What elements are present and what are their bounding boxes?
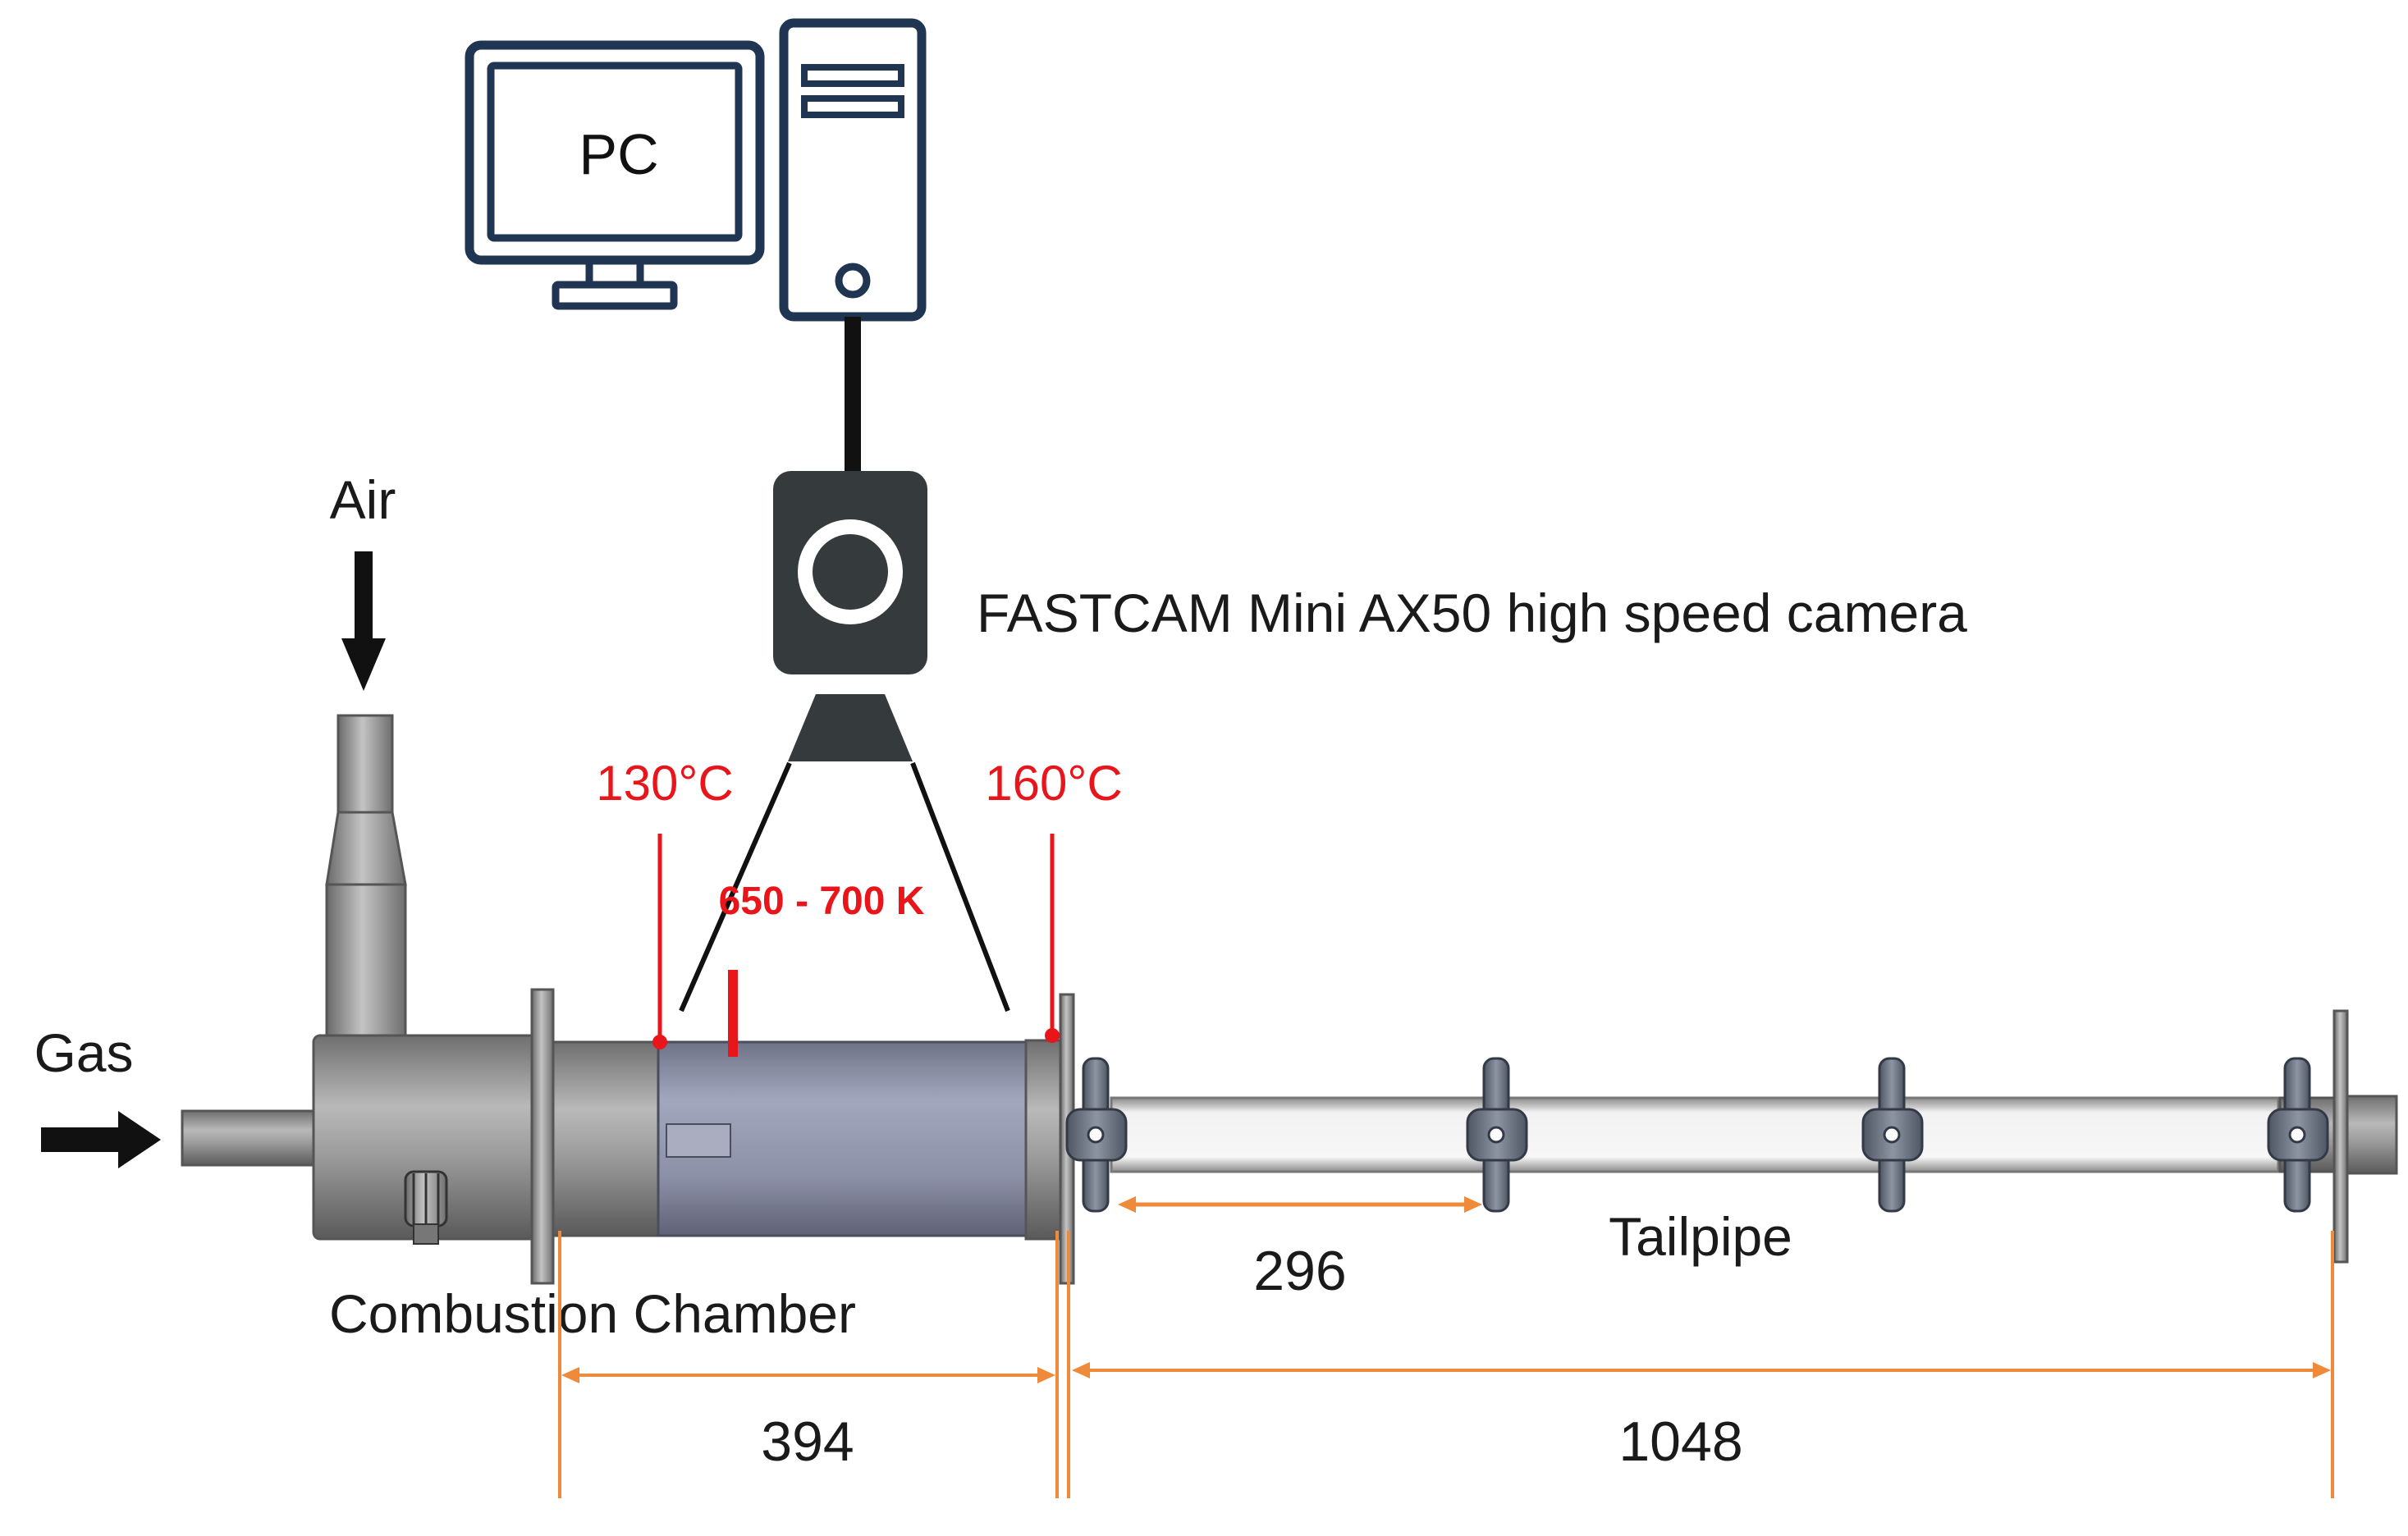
camera-icon [773,471,927,761]
gas-label: Gas [34,1022,133,1083]
camera-cable [845,317,861,473]
pc-monitor-icon [465,40,765,310]
dimension-296-label: 296 [1253,1240,1346,1302]
thermocouple-right [1045,834,1060,1043]
dimension-1048 [1067,1231,2334,1498]
dimension-394 [558,1231,1059,1498]
camera-view-line-right [910,761,1010,1013]
tailpipe-clamp-4 [2267,1057,2329,1213]
thermocouple-left [652,834,667,1049]
air-inlet-pipe [325,714,407,1040]
dimension-394-label: 394 [761,1410,854,1473]
air-arrow-icon [341,551,386,691]
pc-tower-icon [779,18,927,322]
temperature-left-label: 130°C [596,756,733,811]
camera-view-line-left [679,761,792,1013]
tailpipe-clamp-3 [1861,1057,1924,1213]
pc-label: PC [579,122,658,186]
dimension-296 [1118,1196,1482,1213]
air-label: Air [330,469,396,530]
tailpipe-clamp-1 [1065,1057,1128,1213]
chamber-temperature-probe [728,970,738,1057]
gas-arrow-icon [41,1111,161,1168]
camera-label: FASTCAM Mini AX50 high speed camera [977,583,1967,643]
tailpipe-label: Tailpipe [1609,1206,1792,1267]
dimension-1048-label: 1048 [1618,1410,1742,1473]
combustion-chamber [312,988,1075,1285]
tailpipe-clamp-2 [1466,1057,1528,1213]
gas-inlet-pipe [181,1109,317,1167]
combustion-chamber-label: Combustion Chamber [329,1283,856,1344]
chamber-temperature-label: 650 - 700 K [719,880,925,923]
temperature-right-label: 160°C [985,756,1122,811]
